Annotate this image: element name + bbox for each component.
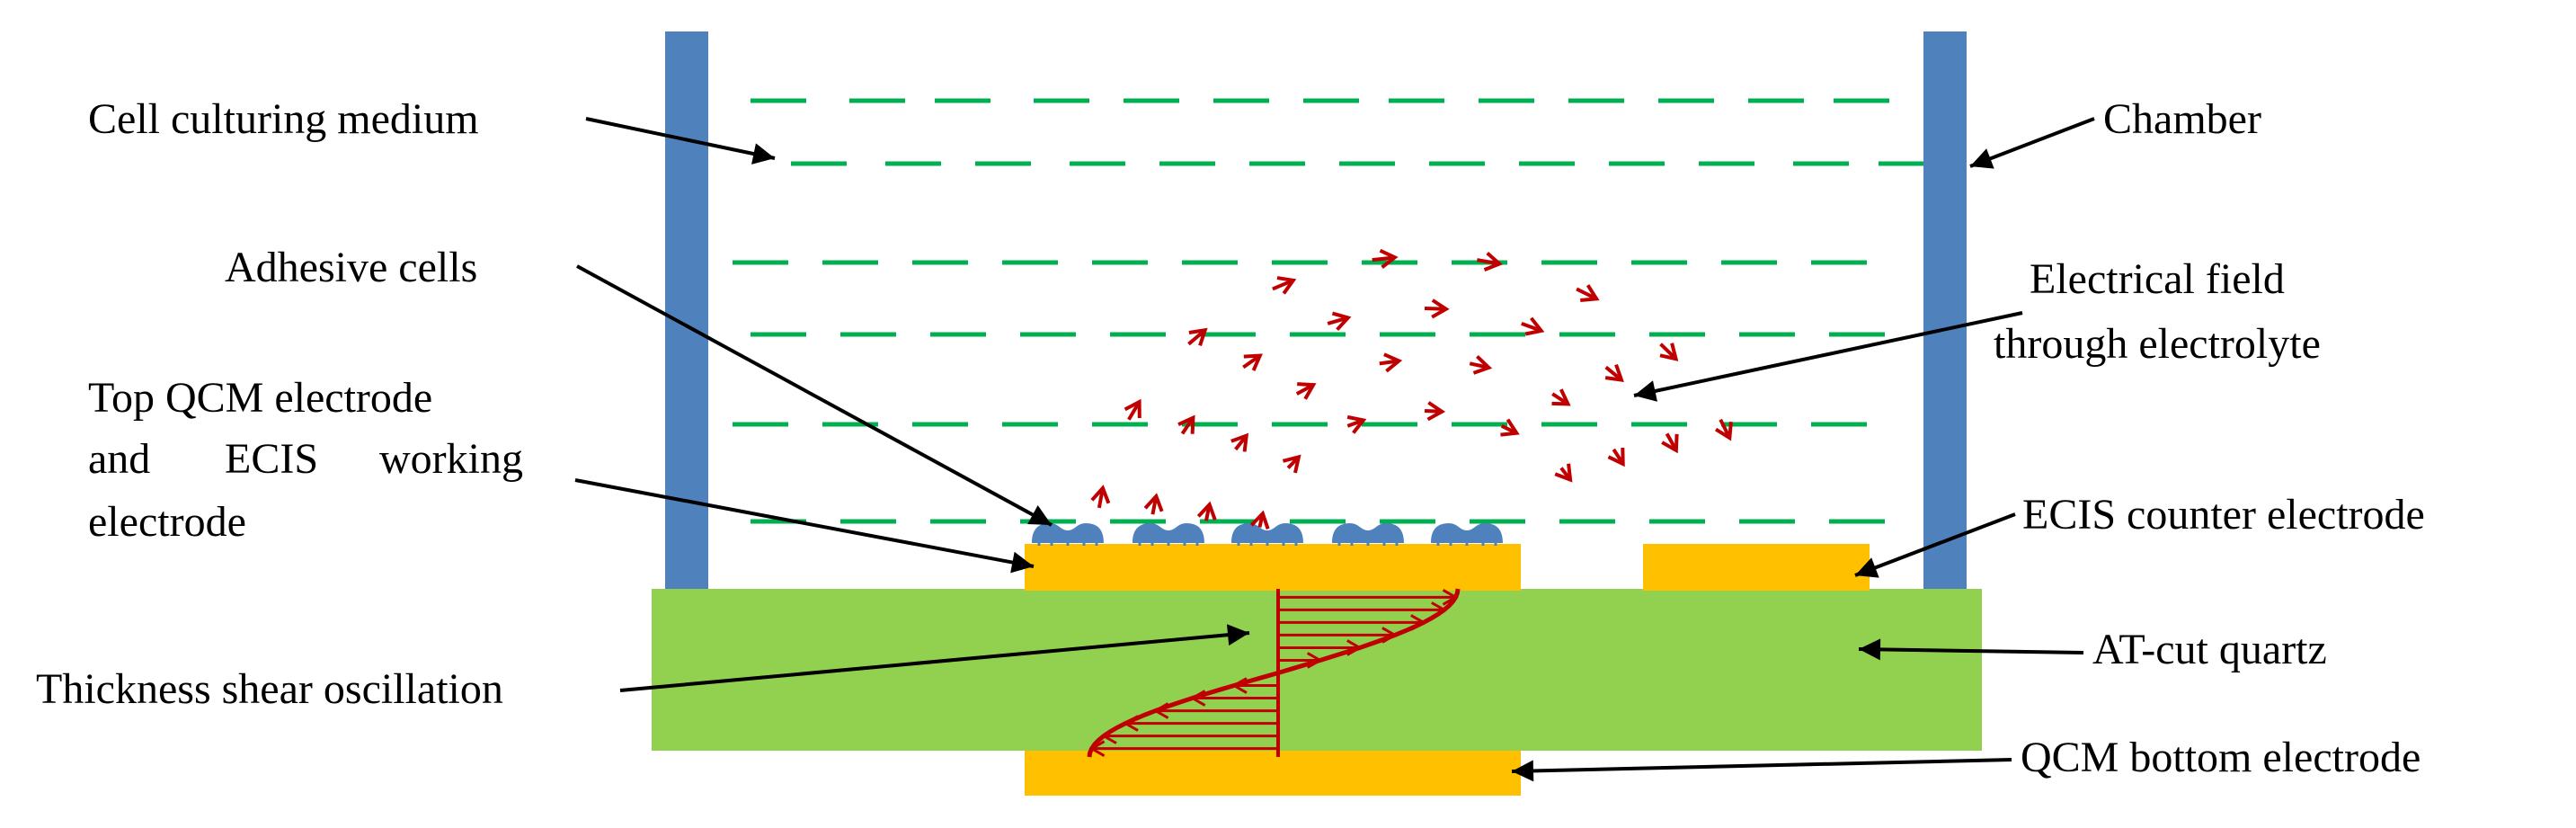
label-at-cut-quartz: AT-cut quartz [2092,626,2327,673]
label-top-electrode-line3: electrode [88,498,246,546]
label-top-electrode-line2-and: and [88,435,150,483]
adhesive-cells [1032,523,1503,546]
at-cut-quartz [652,589,1982,751]
shear-displacement-arrow [1189,690,1278,707]
cell-icon [1231,523,1303,546]
shear-displacement-arrow [1088,740,1278,757]
pointer-chamber [1969,117,2095,169]
arrow-icon [1124,398,1141,421]
label-top-electrode-line2-ecis: ECIS [225,435,318,483]
thickness-shear-oscillation-drawing [1087,588,1461,758]
arrow-icon [1661,432,1679,454]
label-electrical-field-line2: through electrolyte [1994,320,2321,368]
arrow-icon [1500,418,1520,437]
arrow-icon [1521,316,1545,336]
cell-icon [1032,523,1104,546]
arrow-icon [1187,327,1208,346]
label-qcm-bottom-electrode: QCM bottom electrode [2021,734,2421,781]
shear-displacement-arrow [1278,589,1459,606]
label-adhesive-cells: Adhesive cells [225,244,477,291]
pointer-adhesive-cells [576,264,1053,527]
arrow-icon [1327,311,1352,332]
arrow-icon [1346,414,1367,434]
ecis-counter-electrode [1643,544,1870,591]
label-thickness-shear-oscillation: Thickness shear oscillation [36,665,503,713]
arrow-icon [1379,352,1403,373]
label-electrical-field-line1: Electrical field [2030,255,2285,303]
cell-icon [1332,523,1404,546]
pointer-thickness-shear [619,624,1250,692]
shear-displacement-arrow [1152,702,1278,719]
qcm-bottom-electrode [1025,751,1521,796]
arrow-icon [1551,388,1571,406]
pointer-top-electrode [574,478,1035,574]
shear-displacement-arrow [1278,627,1398,644]
label-cell-culturing-medium: Cell culturing medium [88,95,479,143]
arrow-icon [1372,248,1399,269]
cell-culturing-medium-dashes [733,98,1934,524]
shear-displacement-arrow [1100,727,1278,744]
arrow-icon [1295,382,1317,400]
electrical-field-arrows [1090,248,1733,530]
shear-displacement-arrow [1278,614,1426,631]
arrow-icon [1143,493,1164,515]
arrow-icon [1177,414,1195,435]
arrow-icon [1242,353,1263,371]
pointer-counter-electrode [1854,512,2016,578]
arrow-icon [1424,298,1450,319]
arrow-icon [1469,355,1493,375]
cell-icon [1133,523,1204,546]
arrow-icon [1230,432,1249,452]
top-qcm-electrode [1025,544,1521,591]
arrow-icon [1272,276,1297,295]
shear-displacement-arrow [1278,652,1323,669]
label-top-electrode-line1: Top QCM electrode [88,374,432,422]
shear-displacement-arrow [1278,639,1363,656]
label-top-electrode-line2-working: working [379,435,523,483]
arrow-icon [1576,284,1600,302]
shear-displacement-arrow [1123,715,1278,732]
arrow-icon [1554,463,1573,483]
arrow-icon [1659,343,1679,361]
chamber-wall-left [665,31,708,593]
label-chamber: Chamber [2103,95,2261,143]
arrow-icon [1249,510,1270,530]
shear-displacement-arrow [1230,677,1278,694]
pointer-cell-culturing-medium [585,117,776,165]
arrow-icon [1715,418,1733,441]
arrow-icon [1604,363,1624,383]
arrow-icon [1196,501,1217,521]
label-pointer-arrows [574,117,2095,782]
cell-icon [1431,523,1503,546]
arrow-icon [1090,485,1111,509]
arrow-icon [1607,447,1625,467]
pointer-at-cut-quartz [1858,638,2084,661]
pointer-electrical-field [1633,311,2023,402]
arrow-icon [1424,401,1446,422]
arrow-icon [1477,252,1504,272]
arrow-icon [1282,454,1301,474]
pointer-bottom-electrode [1511,758,2012,782]
label-ecis-counter-electrode: ECIS counter electrode [2022,491,2425,539]
shear-displacement-arrow [1278,601,1447,619]
chamber-wall-right [1923,31,1967,593]
